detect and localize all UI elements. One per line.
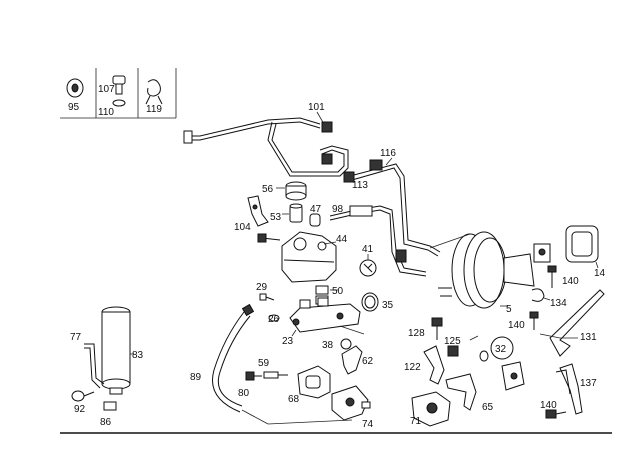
callout-125: 125 bbox=[444, 336, 461, 347]
callout-89: 77 bbox=[70, 332, 82, 343]
bolt-140-c bbox=[545, 409, 567, 419]
brake-line-101 bbox=[183, 111, 349, 177]
callout-32: 32 bbox=[495, 344, 507, 355]
screw-107-icon bbox=[112, 75, 126, 107]
mount-71 bbox=[411, 391, 451, 427]
callout-98: 98 bbox=[332, 204, 344, 215]
callout-128: 128 bbox=[408, 328, 425, 339]
callout-113: 113 bbox=[352, 180, 368, 191]
reservoir-cap-56 bbox=[276, 181, 307, 201]
brake-booster-5 bbox=[429, 231, 551, 309]
gasket-14 bbox=[565, 225, 599, 269]
callout-104: 104 bbox=[234, 222, 251, 233]
legend-label-110: 110 bbox=[98, 107, 114, 118]
callout-5: 5 bbox=[506, 304, 512, 315]
valve-74 bbox=[331, 385, 371, 421]
callout-74: 74 bbox=[362, 419, 374, 430]
bolt-140-a bbox=[547, 265, 557, 288]
brake-line-98 bbox=[329, 205, 427, 277]
callout-140-a: 140 bbox=[562, 276, 579, 287]
bolt-80 bbox=[245, 371, 262, 381]
bracket-89 bbox=[84, 343, 105, 389]
callout-71: 71 bbox=[410, 416, 422, 427]
callout-38: 38 bbox=[322, 340, 334, 351]
bolt-59 bbox=[263, 371, 288, 379]
callout-92: 92 bbox=[74, 404, 86, 415]
callout-65: 65 bbox=[482, 402, 494, 413]
legend-table: 95 107 110 119 bbox=[60, 68, 177, 119]
bracket-131 bbox=[539, 289, 605, 357]
bracket-122 bbox=[423, 345, 445, 385]
callout-134: 134 bbox=[550, 298, 567, 309]
callout-137: 137 bbox=[580, 378, 597, 389]
bracket-137 bbox=[555, 363, 583, 415]
callout-14: 14 bbox=[594, 268, 606, 279]
brake-line-116 bbox=[343, 157, 441, 257]
nut-86 bbox=[103, 401, 117, 411]
callout-68: 68 bbox=[288, 394, 300, 405]
legend-label-107: 107 bbox=[98, 84, 115, 95]
hose-77 bbox=[212, 303, 365, 425]
reservoir-44 bbox=[257, 231, 337, 283]
seal-53 bbox=[282, 203, 303, 223]
mount-68 bbox=[297, 365, 331, 399]
bracket-62 bbox=[341, 345, 363, 375]
callout-56: 56 bbox=[262, 184, 274, 195]
callout-41: 41 bbox=[362, 244, 374, 255]
callout-47: 47 bbox=[310, 204, 322, 215]
callout-26: 26 bbox=[268, 314, 280, 325]
callout-80: 80 bbox=[238, 388, 250, 399]
callout-101: 101 bbox=[308, 102, 325, 113]
master-cylinder-23 bbox=[289, 297, 361, 337]
callout-77: 89 bbox=[190, 372, 202, 383]
callout-140-b: 140 bbox=[508, 320, 525, 331]
nut-38 bbox=[340, 338, 352, 350]
callout-62: 62 bbox=[362, 356, 374, 367]
callout-83: 83 bbox=[132, 350, 144, 361]
callout-131: 131 bbox=[580, 332, 597, 343]
nut-125 bbox=[447, 345, 459, 357]
filter-47 bbox=[309, 213, 321, 227]
callout-116: 116 bbox=[380, 148, 396, 159]
callout-23: 23 bbox=[282, 336, 294, 347]
bolt-140-b bbox=[529, 311, 539, 330]
bolt-92 bbox=[71, 390, 95, 402]
accumulator-83 bbox=[101, 306, 134, 395]
nut-26 bbox=[268, 314, 280, 322]
legend-label-95: 95 bbox=[68, 102, 80, 113]
grommet-95-icon bbox=[66, 78, 84, 98]
clip-41 bbox=[359, 254, 377, 277]
callout-44: 44 bbox=[336, 234, 348, 245]
callout-140-c: 140 bbox=[540, 400, 557, 411]
callout-59: 59 bbox=[258, 358, 270, 369]
callout-29: 29 bbox=[256, 282, 268, 293]
pump-32 bbox=[469, 335, 525, 391]
callout-86: 86 bbox=[100, 417, 112, 428]
clip-119-icon bbox=[145, 79, 163, 105]
clip-134 bbox=[531, 288, 551, 302]
callout-53: 53 bbox=[270, 212, 282, 223]
legend-label-119: 119 bbox=[146, 104, 162, 115]
callout-35: 35 bbox=[382, 300, 394, 311]
bracket-104 bbox=[247, 195, 269, 227]
bracket-65 bbox=[445, 373, 477, 411]
bolt-29 bbox=[259, 293, 275, 301]
callout-122: 122 bbox=[404, 362, 421, 373]
screw-128 bbox=[431, 317, 443, 340]
callout-50: 50 bbox=[332, 286, 344, 297]
o-ring-35 bbox=[361, 292, 379, 312]
